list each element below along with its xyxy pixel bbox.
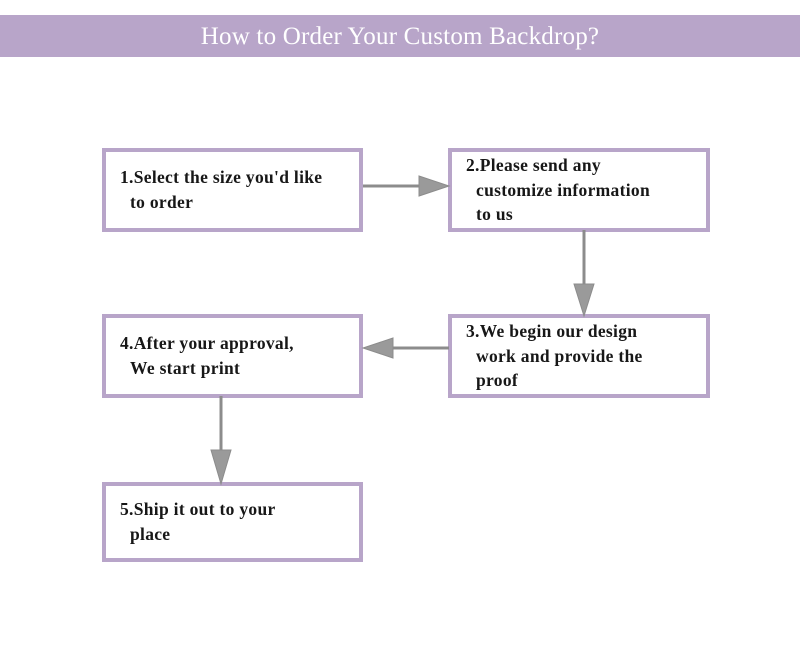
flow-step-1-label: 1.Select the size you'd like to order	[120, 167, 323, 212]
flow-step-1: 1.Select the size you'd like to order	[102, 148, 363, 232]
arrow-down-icon	[573, 230, 595, 318]
page-title: How to Order Your Custom Backdrop?	[200, 22, 600, 50]
arrow-down-icon	[210, 396, 232, 486]
flow-step-3-label: 3.We begin our design work and provide t…	[466, 320, 643, 391]
flow-step-5-label: 5.Ship it out to your place	[120, 499, 276, 544]
flow-step-2: 2.Please send any customize information …	[448, 148, 710, 232]
flow-step-5: 5.Ship it out to your place	[102, 482, 363, 562]
flow-step-4-label: 4.After your approval, We start print	[120, 333, 294, 378]
flow-step-3: 3.We begin our design work and provide t…	[448, 314, 710, 398]
page-header-banner: How to Order Your Custom Backdrop?	[0, 15, 800, 57]
flow-step-4: 4.After your approval, We start print	[102, 314, 363, 398]
arrow-left-icon	[361, 337, 449, 359]
arrow-right-icon	[363, 175, 451, 197]
flow-step-2-label: 2.Please send any customize information …	[466, 154, 650, 225]
